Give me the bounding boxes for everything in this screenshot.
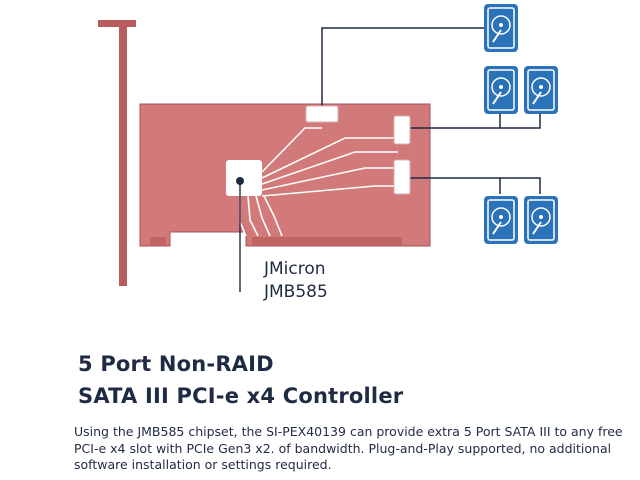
pcie-contacts xyxy=(150,237,402,245)
sata-connector-right-upper xyxy=(393,115,411,145)
sata-connector-right-lower xyxy=(393,159,411,195)
pci-bracket xyxy=(98,20,136,286)
pcb-board xyxy=(139,103,431,247)
sata-connectors xyxy=(305,105,411,195)
sata-connector-top xyxy=(305,105,339,123)
chip-label-line2: JMB585 xyxy=(264,282,328,302)
hard-drive-icon xyxy=(524,66,558,114)
description: Using the JMB585 chipset, the SI-PEX4013… xyxy=(74,424,623,472)
jmb585-chip xyxy=(226,160,262,196)
headline-line2: SATA III PCI-e x4 Controller xyxy=(78,384,404,408)
hard-drive-icon xyxy=(484,4,518,52)
hard-drive-icon xyxy=(524,196,558,244)
sata-cables xyxy=(321,27,541,194)
hard-drives xyxy=(484,4,558,244)
headline-line1: 5 Port Non-RAID xyxy=(78,352,274,376)
chip-label-line1: JMicron xyxy=(264,259,326,279)
hard-drive-icon xyxy=(484,66,518,114)
hard-drive-icon xyxy=(484,196,518,244)
